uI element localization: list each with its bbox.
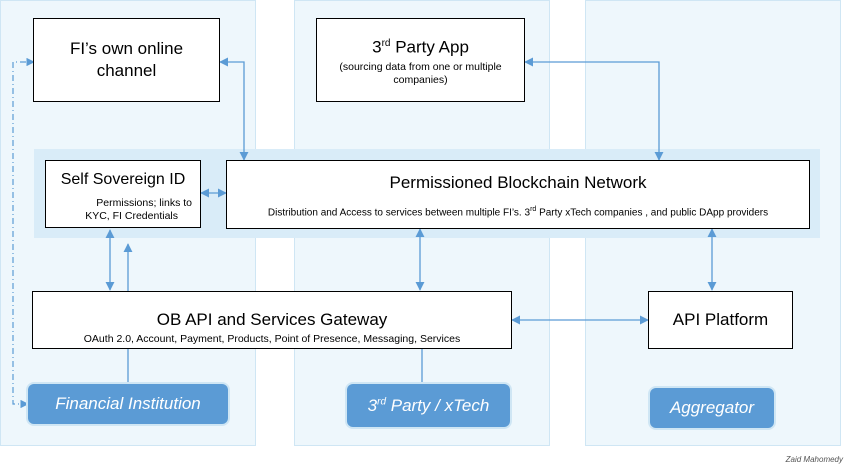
tp-suffix: Party / xTech <box>386 395 490 415</box>
financial-institution-label: Financial Institution <box>28 384 228 424</box>
author-credit: Zaid Mahomedy <box>785 455 843 464</box>
connector-fi-channel-blockchain <box>219 57 249 161</box>
third-party-app-title: 3rd Party App <box>317 33 524 59</box>
blockchain-sub-part2: Party xTech companies , and public DApp … <box>536 207 769 219</box>
gateway-title: OB API and Services Gateway <box>156 310 388 329</box>
fi-online-channel-box: FI’s own online channel <box>33 18 220 102</box>
app-title-sup: rd <box>381 37 391 49</box>
third-party-xtech-label: 3rd Party / xTech <box>347 384 510 427</box>
tp-prefix: 3 <box>367 395 378 415</box>
aggregator-text: Aggregator <box>669 398 755 417</box>
api-platform-title: API Platform <box>672 310 769 329</box>
financial-institution-text: Financial Institution <box>55 394 201 413</box>
connector-app-blockchain <box>524 57 664 161</box>
connector-fi-label-channel-dashed <box>12 57 35 409</box>
fi-channel-line1: FI’s own online <box>69 39 184 58</box>
ssi-sub2: KYC, FI Credentials <box>85 210 178 222</box>
self-sovereign-id-box: Self Sovereign ID Permissions; links to … <box>45 160 201 228</box>
aggregator-label: Aggregator <box>650 388 774 428</box>
ssi-title: Self Sovereign ID <box>60 171 186 188</box>
blockchain-network-box: Permissioned Blockchain Network Distribu… <box>226 160 810 229</box>
gateway-sub: OAuth 2.0, Account, Payment, Products, P… <box>83 333 461 345</box>
tp-sup: rd <box>377 395 387 407</box>
app-title-prefix: 3 <box>372 37 382 57</box>
blockchain-title: Permissioned Blockchain Network <box>389 173 647 192</box>
app-title-suffix: Party App <box>390 37 469 57</box>
api-platform-box: API Platform <box>648 291 793 349</box>
third-party-xtech-text: 3rd Party / xTech <box>368 396 490 416</box>
blockchain-sub: Distribution and Access to services betw… <box>227 203 809 219</box>
ob-api-gateway-box: OB API and Services Gateway OAuth 2.0, A… <box>32 291 512 349</box>
fi-channel-line2: channel <box>96 61 157 80</box>
third-party-app-box: 3rd Party App (sourcing data from one or… <box>316 18 525 102</box>
third-party-app-sub2: companies) <box>393 74 448 87</box>
third-party-app-sub1: (sourcing data from one or multiple <box>339 61 502 74</box>
blockchain-sub-part1: Distribution and Access to services betw… <box>267 207 531 219</box>
ssi-sub1: Permissions; links to <box>96 197 192 209</box>
blockchain-sub-sup: rd <box>530 206 537 213</box>
